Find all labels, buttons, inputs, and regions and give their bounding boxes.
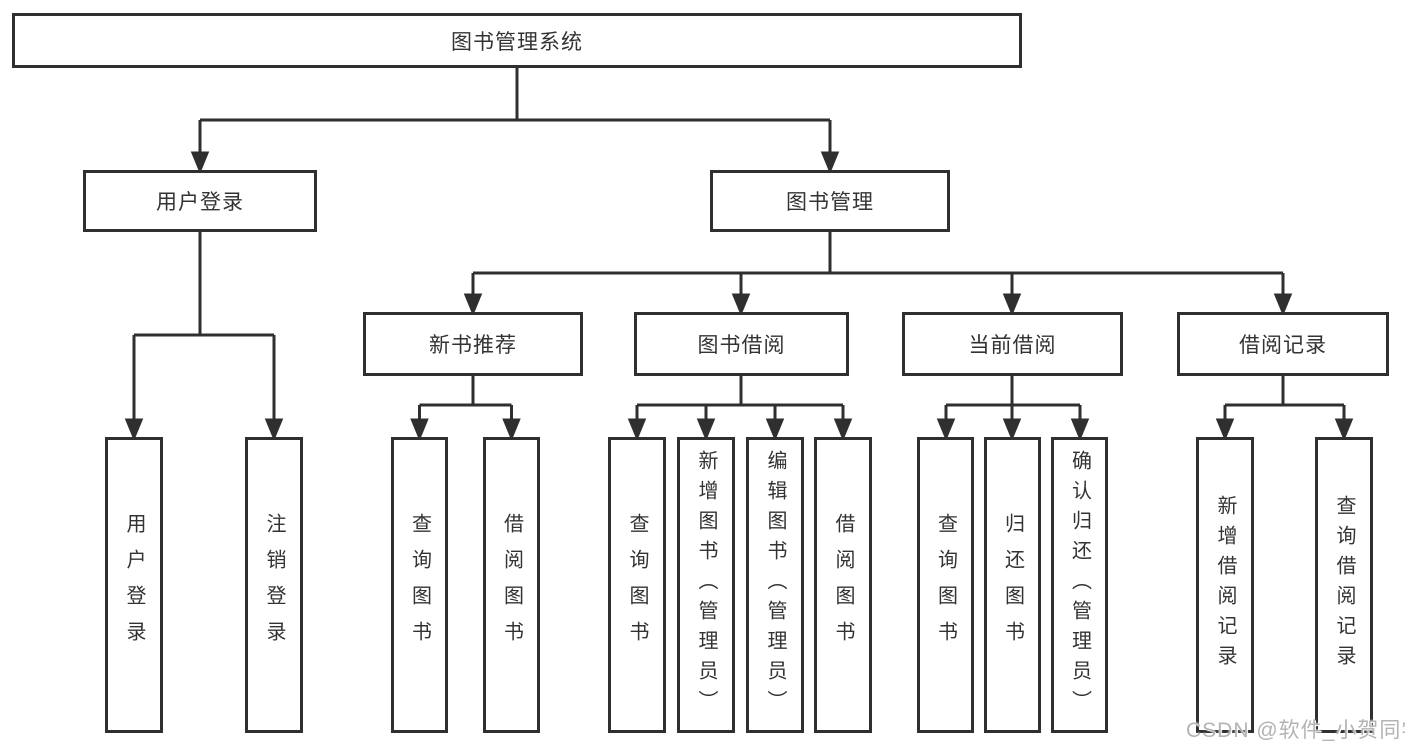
node-label: 查询图书	[626, 513, 648, 657]
node-user-login: 用户登录	[83, 170, 317, 232]
node-label: 图书借阅	[697, 334, 786, 357]
node-label: 借阅图书	[500, 513, 523, 657]
connector-new-book-recommend	[410, 376, 521, 441]
connector-current-borrow	[936, 376, 1090, 441]
csdn-watermark: CSDN @软件_小贺同学	[1186, 719, 1405, 742]
node-label: 借阅图书	[832, 513, 854, 657]
leaf-cb-query-books: 查询图书	[917, 437, 974, 733]
connector-root	[190, 68, 840, 174]
node-library-system: 图书管理系统	[12, 13, 1022, 68]
node-current-borrow: 当前借阅	[902, 312, 1123, 376]
leaf-new-rec-borrow-books: 借阅图书	[483, 437, 540, 733]
connector-book-borrow	[627, 376, 853, 441]
connector-user-login	[124, 232, 284, 441]
leaf-bb-borrow-books: 借阅图书	[814, 437, 872, 733]
node-label: 用户登录	[156, 191, 244, 214]
leaf-user-login: 用户登录	[105, 437, 163, 733]
node-label: 查询借阅记录	[1333, 495, 1355, 675]
leaf-bb-query-books: 查询图书	[608, 437, 666, 733]
node-new-book-recommend: 新书推荐	[363, 312, 583, 376]
leaf-cb-confirm-return-admin: 确认归还（管理员）	[1051, 437, 1108, 733]
node-book-borrow: 图书借阅	[634, 312, 849, 376]
node-label: 新增借阅记录	[1214, 495, 1236, 675]
node-label: 新书推荐	[429, 334, 517, 357]
node-label: 注销登录	[263, 513, 285, 657]
node-label: 用户登录	[123, 513, 145, 657]
node-label: 归还图书	[1001, 513, 1024, 657]
leaf-logout: 注销登录	[245, 437, 303, 733]
connector-book-management	[463, 232, 1293, 316]
node-label: 查询图书	[934, 513, 957, 657]
leaf-cb-return-books: 归还图书	[984, 437, 1041, 733]
leaf-new-rec-query-books: 查询图书	[391, 437, 448, 733]
node-label: 确认归还（管理员）	[1068, 450, 1091, 720]
leaf-bb-edit-books-admin: 编辑图书（管理员）	[746, 437, 804, 733]
node-label: 当前借阅	[968, 334, 1057, 357]
connector-borrow-records	[1215, 376, 1354, 441]
node-book-management: 图书管理	[710, 170, 950, 232]
node-borrow-records: 借阅记录	[1177, 312, 1389, 376]
leaf-bb-add-books-admin: 新增图书（管理员）	[677, 437, 735, 733]
node-label: 图书管理系统	[451, 30, 583, 54]
node-label: 编辑图书（管理员）	[764, 450, 786, 720]
leaf-br-query-record: 查询借阅记录	[1315, 437, 1373, 733]
node-label: 图书管理	[786, 191, 874, 214]
node-label: 借阅记录	[1239, 334, 1327, 357]
node-label: 新增图书（管理员）	[695, 450, 717, 720]
leaf-br-add-record: 新增借阅记录	[1196, 437, 1254, 733]
node-label: 查询图书	[408, 513, 431, 657]
